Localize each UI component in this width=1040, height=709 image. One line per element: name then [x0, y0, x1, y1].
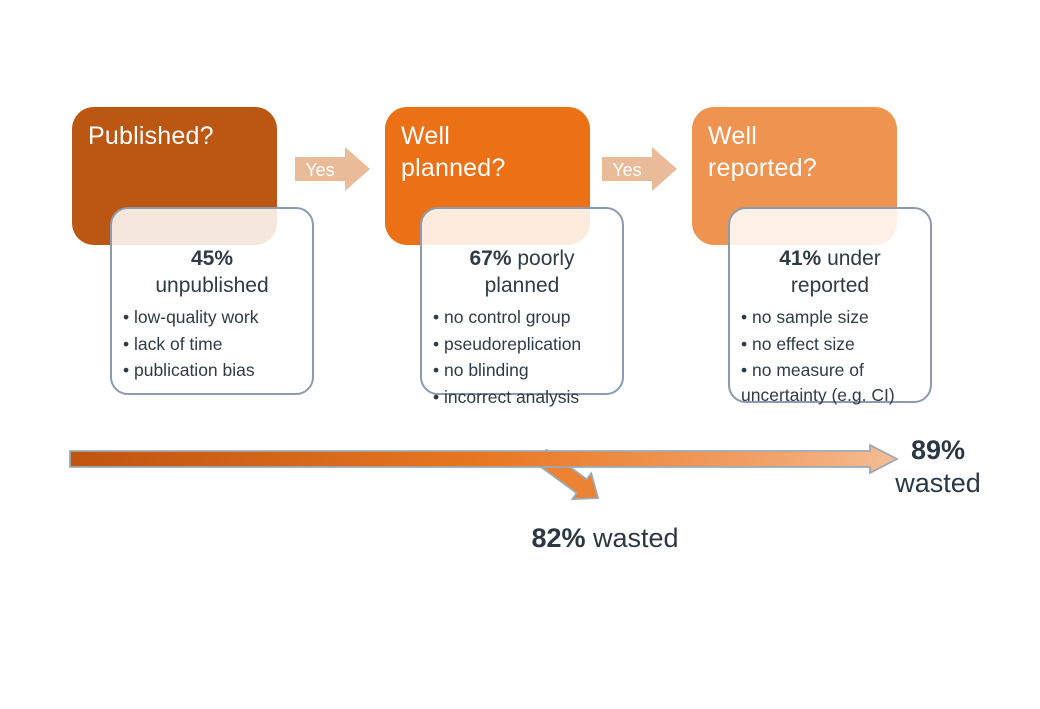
- bullet-item: • no measure of uncertainty (e.g. CI): [741, 360, 895, 405]
- callout-heading: 41% under reported: [741, 218, 919, 299]
- yes-arrow-icon: Yes: [293, 143, 373, 195]
- heading-rest: unpublished: [155, 274, 269, 297]
- callout-unpublished: 45% unpublished • low-quality work • lac…: [110, 207, 314, 395]
- heading-rest: poorly planned: [484, 247, 575, 297]
- percent-value: 45%: [190, 247, 234, 270]
- callout-bullet-list: • no sample size • no effect size • no m…: [741, 305, 919, 407]
- yes-arrow-shape: [295, 147, 370, 191]
- bullet-item: • pseudoreplication: [433, 333, 582, 354]
- yes-arrow-shape: [602, 147, 677, 191]
- bullet-item: • no sample size: [741, 307, 869, 327]
- main-flow-arrow-icon: [69, 443, 899, 475]
- percent-value: 67%: [469, 247, 512, 270]
- percent-value: 41%: [779, 247, 822, 270]
- percent-value: 89%: [910, 435, 966, 465]
- stage-label-published: Published?: [88, 122, 214, 150]
- bullet-item: • incorrect analysis: [433, 386, 580, 407]
- bullet-item: • no control group: [433, 307, 571, 327]
- waste-flow-arrow: [69, 443, 899, 501]
- waste-label-89: 89% wasted: [876, 434, 1000, 500]
- bullet-item: • publication bias: [123, 360, 255, 380]
- yes-arrow-icon: Yes: [600, 143, 680, 195]
- stage-label-well-planned: Well planned?: [401, 122, 506, 182]
- bullet-item: • no blinding: [433, 360, 529, 380]
- callout-bullet-list: • low-quality work • lack of time • publ…: [123, 305, 301, 383]
- bullet-item: • no effect size: [741, 333, 855, 354]
- bullet-item: • low-quality work: [123, 307, 259, 327]
- callout-poorly-planned: 67% poorly planned • no control group • …: [420, 207, 624, 407]
- heading-rest: under reported: [790, 247, 881, 297]
- waste-label-82: 82% wasted: [500, 522, 710, 555]
- yes-arrow-label: Yes: [612, 160, 642, 180]
- stage-label-well-reported: Well reported?: [708, 122, 817, 182]
- waste-word: wasted: [895, 468, 981, 498]
- bullet-item: • lack of time: [123, 333, 223, 354]
- callout-heading: 67% poorly planned: [433, 218, 611, 299]
- callout-under-reported: 41% under reported • no sample size • no…: [728, 207, 932, 405]
- waste-word: wasted: [585, 523, 679, 553]
- percent-value: 82%: [531, 523, 586, 553]
- yes-arrow-label: Yes: [305, 160, 335, 180]
- callout-heading: 45% unpublished: [123, 218, 301, 299]
- callout-bullet-list: • no control group • pseudoreplication •…: [433, 305, 611, 409]
